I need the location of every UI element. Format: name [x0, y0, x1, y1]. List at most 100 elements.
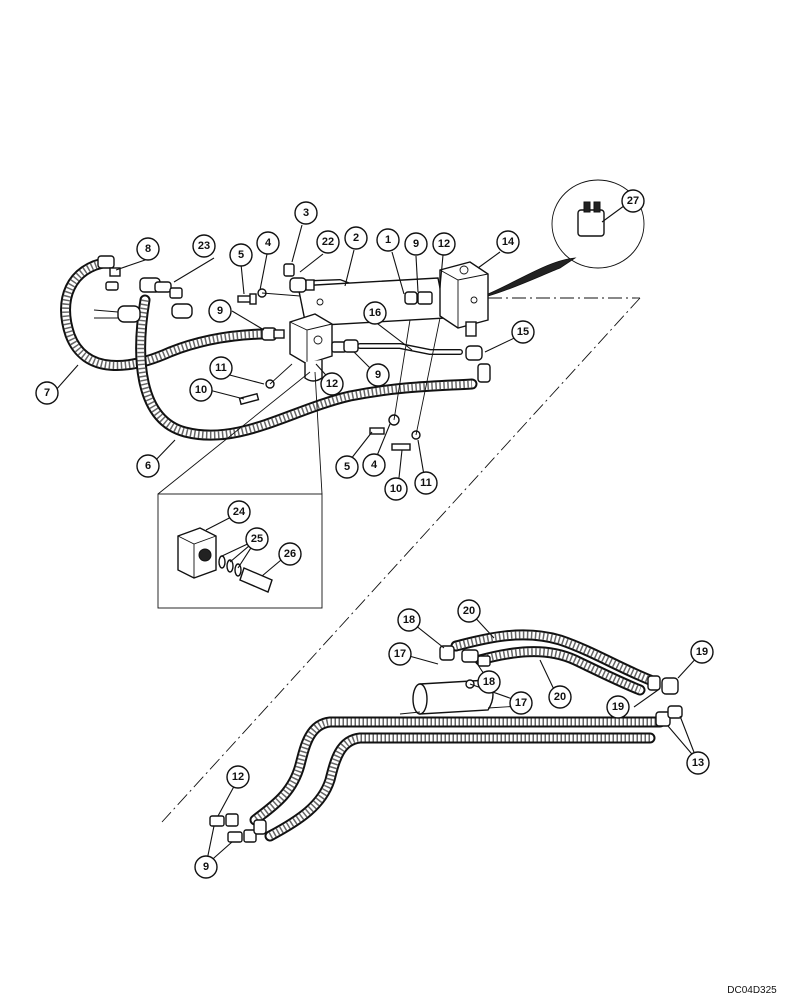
callout-12-bottom: 12: [226, 765, 250, 789]
callout-18-top: 18: [397, 608, 421, 632]
svg-text:9: 9: [203, 861, 209, 873]
callout-17-right: 17: [509, 691, 533, 715]
callout-9-bottom: 9: [194, 855, 218, 879]
callout-8: 8: [136, 237, 160, 261]
callout-27: 27: [621, 189, 645, 213]
callout-19-right: 19: [690, 640, 714, 664]
svg-text:26: 26: [284, 548, 296, 560]
svg-text:18: 18: [403, 614, 415, 626]
switch-detail: [487, 179, 645, 297]
callout-25: 25: [245, 527, 269, 551]
svg-text:2: 2: [353, 232, 359, 244]
svg-text:25: 25: [251, 533, 263, 545]
callout-9-mid: 9: [366, 363, 390, 387]
callout-16: 16: [363, 301, 387, 325]
callout-26: 26: [278, 542, 302, 566]
svg-text:18: 18: [483, 676, 495, 688]
callout-4-lower: 4: [362, 453, 386, 477]
svg-text:8: 8: [145, 243, 151, 255]
svg-text:17: 17: [394, 648, 406, 660]
svg-text:19: 19: [612, 701, 624, 713]
tube-16: [357, 343, 463, 355]
svg-text:15: 15: [517, 326, 529, 338]
callout-24: 24: [227, 500, 251, 524]
svg-text:23: 23: [198, 240, 210, 252]
callout-11-left: 11: [209, 356, 233, 380]
valve-block-left: [289, 313, 333, 382]
callout-5-upper: 5: [229, 243, 253, 267]
callout-22: 22: [316, 230, 340, 254]
svg-text:4: 4: [265, 237, 272, 249]
callout-7: 7: [35, 381, 59, 405]
callout-10-lower: 10: [384, 477, 408, 501]
callout-9-top: 9: [404, 232, 428, 256]
callout-11-lower: 11: [414, 471, 438, 495]
hose-6: [135, 294, 478, 441]
svg-text:9: 9: [217, 305, 223, 317]
callout-15: 15: [511, 320, 535, 344]
svg-text:20: 20: [554, 691, 566, 703]
upper-assembly: [60, 255, 491, 451]
switch-icon: [577, 201, 605, 237]
detail-valve-cartridge: [177, 527, 273, 593]
svg-text:12: 12: [438, 238, 450, 250]
callout-20-top: 20: [457, 599, 481, 623]
detail-box: [157, 371, 323, 609]
callout-12-mid: 12: [320, 372, 344, 396]
svg-text:10: 10: [195, 384, 207, 396]
callout-13: 13: [686, 751, 710, 775]
svg-text:11: 11: [215, 362, 227, 374]
lower-assembly: [209, 629, 683, 843]
callout-14: 14: [496, 230, 520, 254]
svg-text:5: 5: [344, 461, 350, 473]
hose-7: [60, 256, 268, 371]
svg-text:11: 11: [420, 477, 432, 489]
callouts: 1 2 3 4 5 22 9 12 14 23 8 9 16 15 11 10 …: [35, 189, 714, 879]
lower-fittings: [209, 645, 683, 843]
callout-10-left: 10: [189, 378, 213, 402]
cylinder: [399, 679, 521, 715]
callout-23: 23: [192, 234, 216, 258]
svg-text:4: 4: [371, 459, 378, 471]
svg-text:10: 10: [390, 483, 402, 495]
callout-12-top: 12: [432, 232, 456, 256]
callout-9-left: 9: [208, 299, 232, 323]
callout-5-lower: 5: [335, 455, 359, 479]
svg-text:19: 19: [696, 646, 708, 658]
svg-text:22: 22: [322, 236, 334, 248]
hoses-13: [249, 716, 666, 842]
svg-text:24: 24: [233, 506, 246, 518]
callout-18-mid: 18: [477, 670, 501, 694]
left-fittings-cluster: [93, 255, 193, 323]
leader-lines: [54, 199, 701, 866]
svg-text:14: 14: [502, 236, 515, 248]
svg-text:16: 16: [369, 307, 381, 319]
callout-19-left: 19: [606, 695, 630, 719]
svg-text:9: 9: [375, 369, 381, 381]
svg-text:13: 13: [692, 757, 704, 769]
svg-text:3: 3: [303, 207, 309, 219]
svg-text:12: 12: [232, 771, 244, 783]
svg-text:7: 7: [44, 387, 50, 399]
svg-text:12: 12: [326, 378, 338, 390]
svg-text:17: 17: [515, 697, 527, 709]
svg-text:27: 27: [627, 195, 639, 207]
hoses-20: [450, 629, 656, 696]
block-fittings: [261, 263, 491, 383]
svg-text:6: 6: [145, 460, 151, 472]
svg-text:5: 5: [238, 249, 244, 261]
dash-line-diagonal: [161, 297, 641, 823]
callout-2: 2: [344, 226, 368, 250]
svg-text:20: 20: [463, 605, 475, 617]
callout-20-right: 20: [548, 685, 572, 709]
callout-3: 3: [294, 201, 318, 225]
callout-6: 6: [136, 454, 160, 478]
drawing-code: DC04D325: [727, 985, 777, 996]
callout-17-left: 17: [388, 642, 412, 666]
callout-1: 1: [376, 228, 400, 252]
svg-text:9: 9: [413, 238, 419, 250]
callout-4-upper: 4: [256, 231, 280, 255]
svg-text:1: 1: [385, 234, 391, 246]
valve-block-right: [439, 261, 489, 337]
